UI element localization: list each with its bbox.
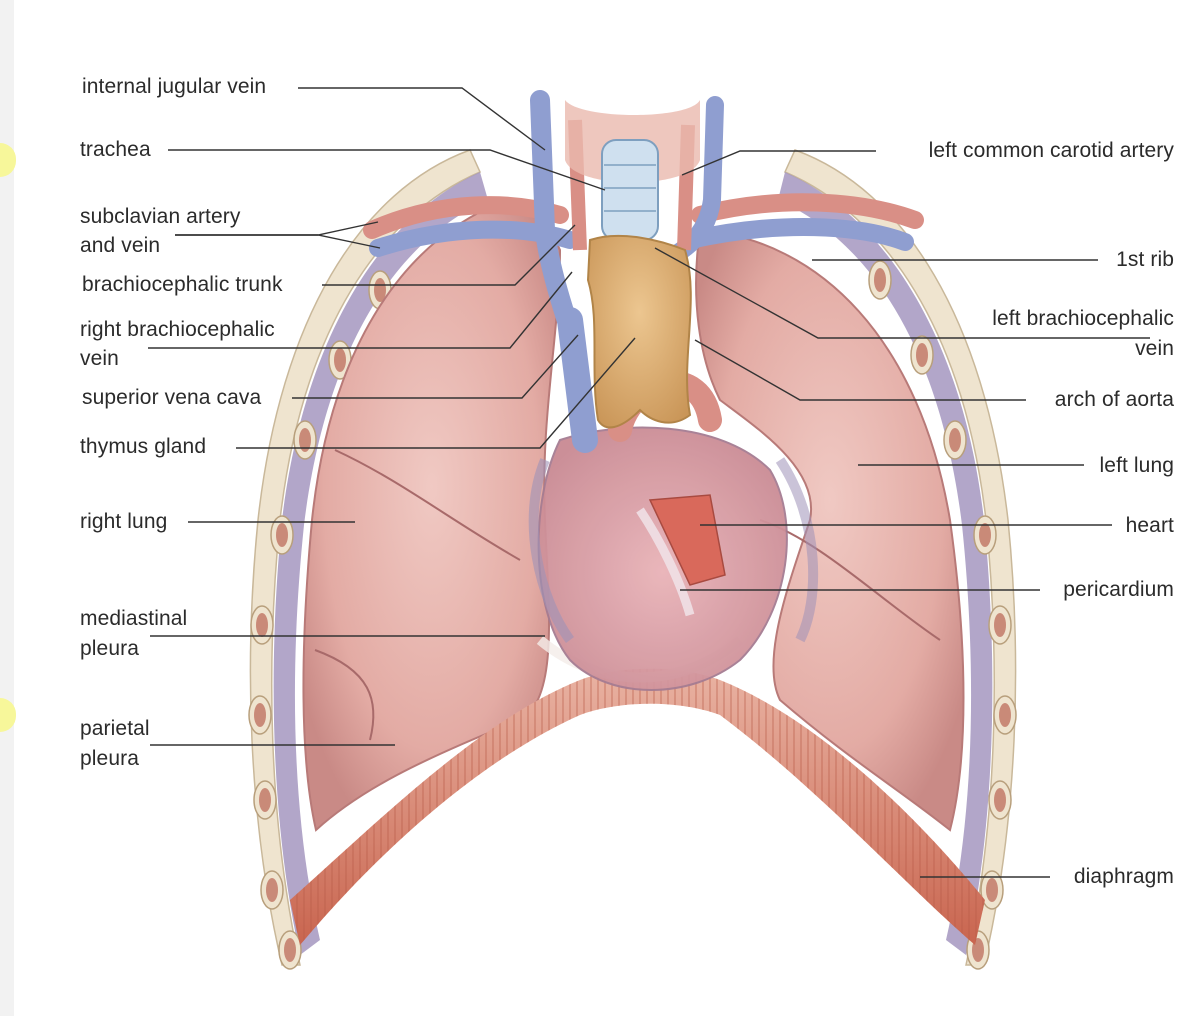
rib-marrow [256,613,268,637]
label-trachea: trachea [80,135,151,165]
rib-marrow [999,703,1011,727]
label-thymus-gland: thymus gland [80,432,206,462]
label-left-brachiocephalic-line1: left brachiocephalic [992,304,1174,334]
label-heart: heart [1126,511,1174,541]
rib-marrow [994,788,1006,812]
rib-marrow [949,428,961,452]
label-right-lung: right lung [80,507,167,537]
label-superior-vena-cava: superior vena cava [82,383,261,413]
label-parietal-line2: pleura [80,744,139,774]
label-mediastinal-line1: mediastinal [80,604,187,634]
rib-marrow [916,343,928,367]
label-left-common-carotid-artery: left common carotid artery [929,136,1174,166]
label-right-brachiocephalic-line2: vein [80,344,119,374]
label-subclavian-artery-line1: subclavian artery [80,202,240,232]
label-subclavian-artery-line2: and vein [80,231,160,261]
rib-marrow [254,703,266,727]
rib-marrow [979,523,991,547]
label-mediastinal-line2: pleura [80,634,139,664]
rib-marrow [284,938,296,962]
heart-shape [534,428,813,690]
label-pericardium: pericardium [1063,575,1174,605]
rib-marrow [986,878,998,902]
rib-marrow [334,348,346,372]
label-left-lung: left lung [1100,451,1174,481]
label-parietal-line1: parietal [80,714,150,744]
label-left-brachiocephalic-line2: vein [1135,334,1174,364]
rib-marrow [259,788,271,812]
thymus-shape [588,236,691,428]
label-brachiocephalic-trunk: brachiocephalic trunk [82,270,283,300]
rib-marrow [994,613,1006,637]
rib-marrow [276,523,288,547]
label-diaphragm: diaphragm [1074,862,1174,892]
rib-marrow [874,268,886,292]
label-internal-jugular-vein: internal jugular vein [82,72,266,102]
label-arch-of-aorta: arch of aorta [1055,385,1174,415]
label-1st-rib: 1st rib [1116,245,1174,275]
rib-marrow [266,878,278,902]
label-right-brachiocephalic-line1: right brachiocephalic [80,315,275,345]
